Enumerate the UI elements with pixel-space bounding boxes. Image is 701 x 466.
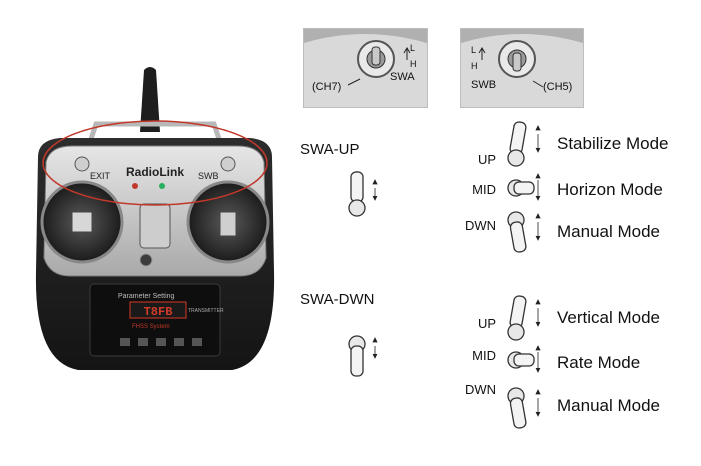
g0-mode-manual: Manual Mode: [557, 222, 661, 241]
power-button: [139, 253, 153, 267]
g1-state-dwn: DWN: [464, 382, 496, 397]
carry-handle: [87, 121, 223, 143]
g1-state-up: UP: [477, 316, 496, 331]
g1-switch-up-icon: [507, 295, 541, 341]
swa-name-label: SWA: [390, 71, 415, 83]
menu-buttons: [120, 338, 202, 346]
lcd-screen: [129, 301, 187, 319]
g1-mode-rate: Rate Mode: [557, 353, 641, 372]
swb-closeup-photo: (CH5) SWB L H: [460, 28, 584, 108]
model-text: T8FB: [144, 305, 173, 319]
g1-mode-manual: Manual Mode: [557, 396, 661, 415]
swb-closeup-art: [461, 29, 583, 88]
g0-state-dwn: DWN: [464, 218, 496, 233]
swb-name-label: SWB: [471, 79, 497, 91]
swa-pos-top: L: [410, 43, 416, 53]
svg-text:TRANSMITTER: TRANSMITTER: [188, 308, 224, 314]
led-green: [159, 183, 165, 189]
swa-up-heading: SWA-UP: [300, 141, 360, 158]
g0-mode-horizon: Horizon Mode: [557, 180, 663, 199]
swb-channel-label: (CH5): [543, 81, 573, 93]
switch-highlight-ellipse: [42, 120, 268, 206]
svg-text:EXIT: EXIT: [90, 171, 111, 181]
svg-text:SWB: SWB: [198, 171, 219, 181]
center-switch-block: [139, 203, 171, 249]
swa-channel-label: (CH7): [312, 81, 342, 93]
g1-switch-mid-icon: [507, 345, 541, 373]
swa-up-switch-icon: [348, 171, 378, 217]
g0-switch-dwn-icon: [507, 211, 541, 253]
swa-pos-bottom: H: [410, 59, 417, 69]
transmitter-illustration: EXIT SWB RadioLink Parameter Setting T8F…: [35, 67, 275, 370]
swb-switch: [220, 156, 236, 172]
g0-switch-up-icon: [507, 121, 541, 167]
swa-closeup-photo: (CH7) SWA L H: [303, 28, 428, 108]
svg-text:Parameter Setting: Parameter Setting: [118, 293, 175, 300]
brand-logo: RadioLink: [126, 165, 184, 179]
swa-dwn-switch-icon: [348, 335, 378, 377]
swb-pos-bottom: H: [471, 61, 478, 71]
g0-state-mid: MID: [472, 182, 496, 197]
swa-switch: [74, 156, 90, 172]
g0-switch-mid-icon: [507, 173, 541, 201]
swa-closeup-art: [304, 29, 427, 86]
svg-text:FHSS System: FHSS System: [132, 324, 170, 330]
antenna: [140, 67, 160, 132]
led-red: [132, 183, 138, 189]
g1-state-mid: MID: [472, 348, 496, 363]
g0-state-up: UP: [477, 152, 496, 167]
swa-dwn-heading: SWA-DWN: [300, 291, 375, 308]
g0-mode-stabilize: Stabilize Mode: [557, 134, 669, 153]
g1-switch-dwn-icon: [507, 387, 541, 429]
g1-mode-vertical: Vertical Mode: [557, 308, 660, 327]
swb-pos-top: L: [471, 45, 477, 55]
